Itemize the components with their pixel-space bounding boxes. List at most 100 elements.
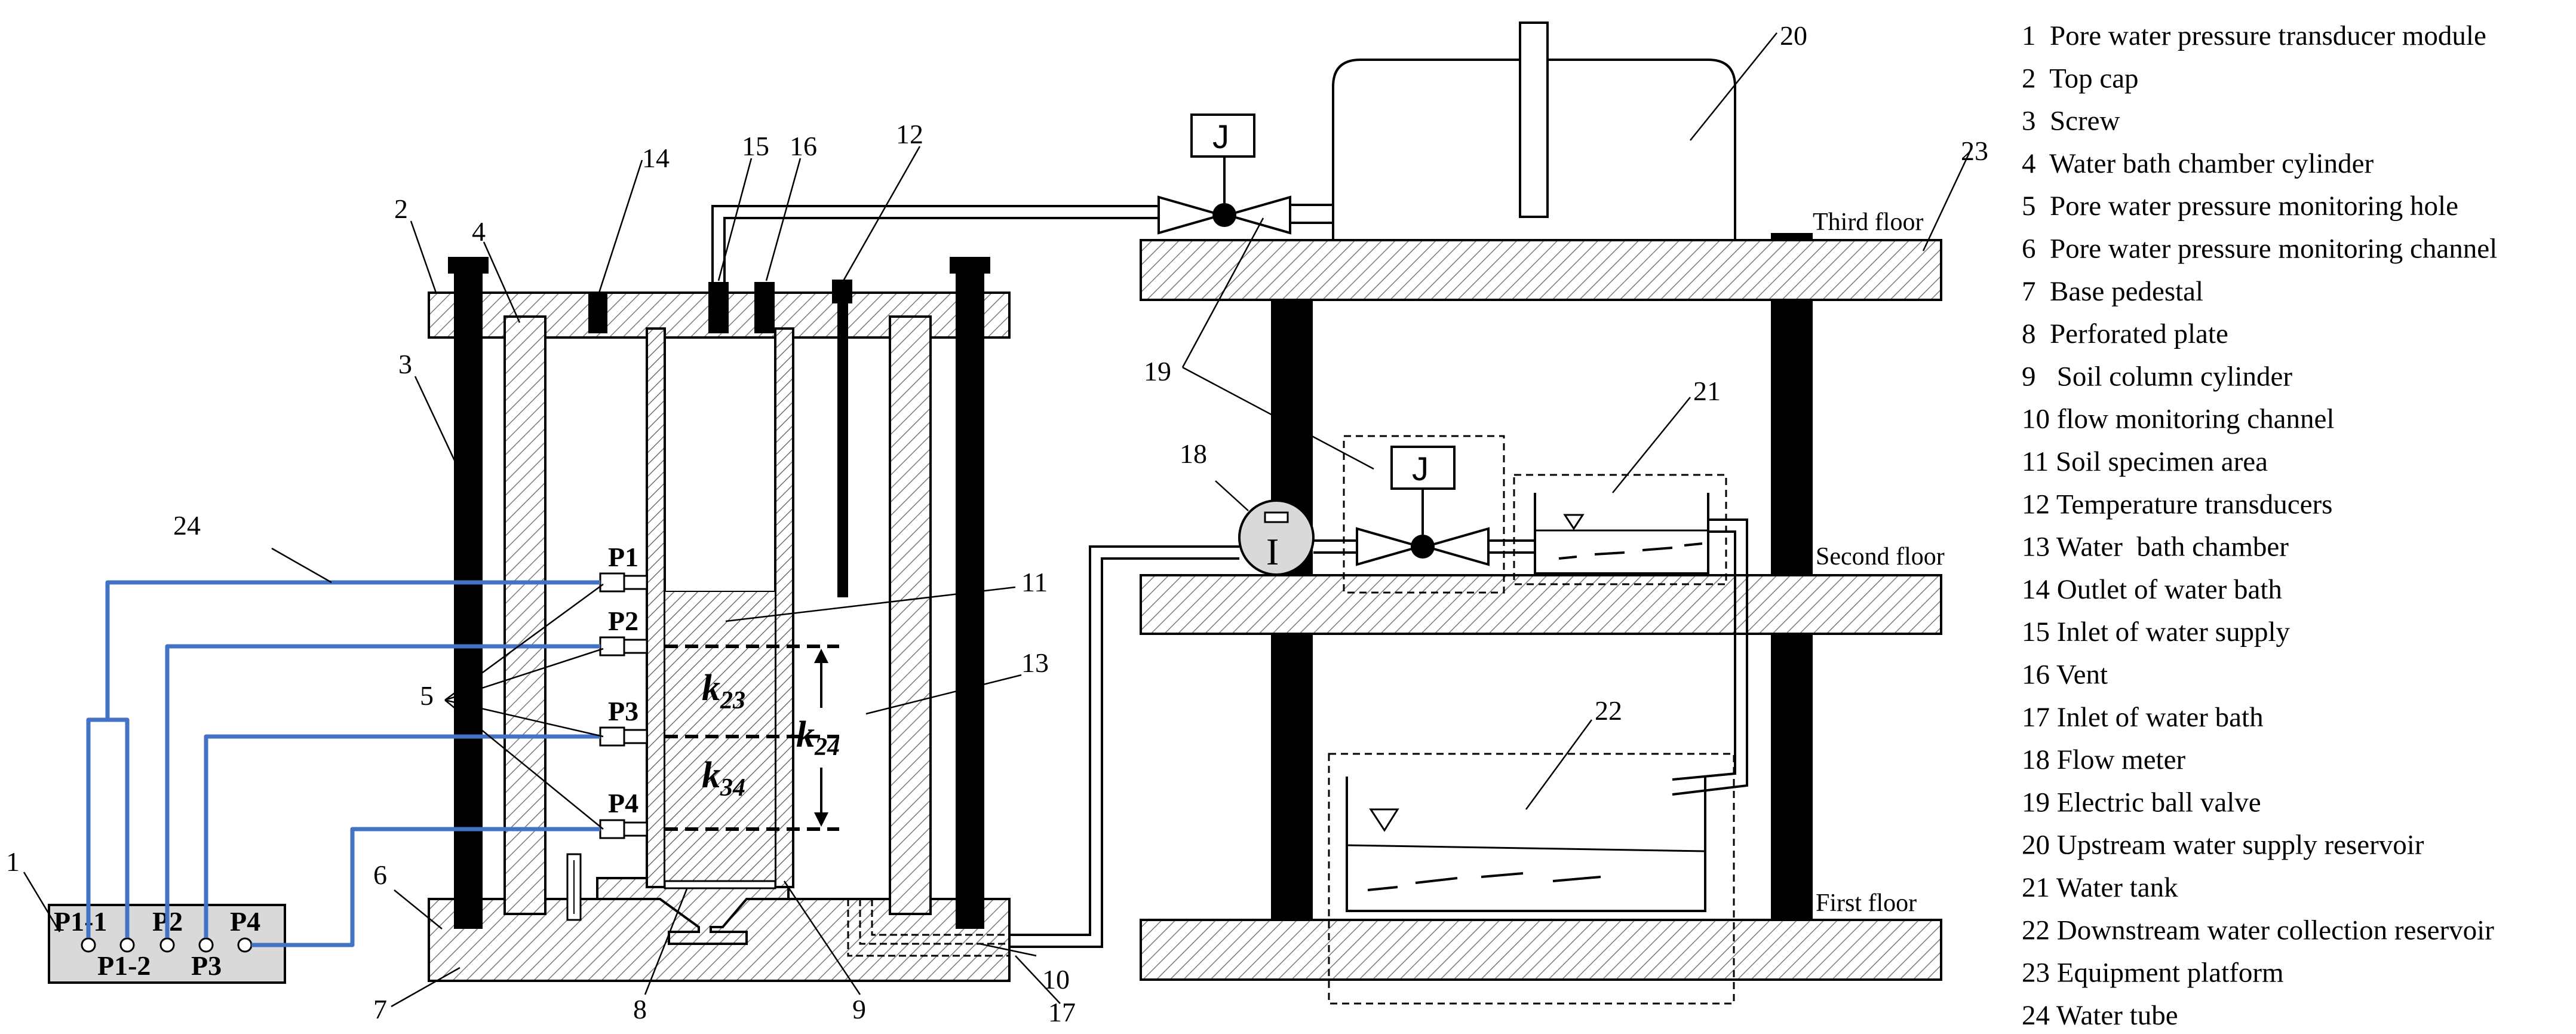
overflow-pipe <box>1672 518 1748 796</box>
legend: 1 Pore water pressure transducer module 2… <box>2022 20 2497 1031</box>
valve-top-body-right <box>1223 195 1291 235</box>
outlet-water-bath-plug <box>588 293 607 333</box>
module-label-p3: P3 <box>191 950 222 981</box>
callout-12: 12 <box>896 119 923 149</box>
callout-1: 1 <box>6 846 20 877</box>
legend-item: 14 Outlet of water bath <box>2022 574 2282 605</box>
temperature-transducer-head <box>832 280 852 303</box>
legend-item: 21 Water tank <box>2022 872 2178 903</box>
k24-label: k24 <box>796 714 840 761</box>
downstream-reservoir-dashed-box <box>1328 753 1735 1005</box>
callout-numbers: 1 2 3 4 5 6 7 8 9 10 11 12 13 14 15 16 1… <box>6 20 1988 1027</box>
legend-item: 7 Base pedestal <box>2022 276 2203 307</box>
legend-item: 19 Electric ball valve <box>2022 787 2261 818</box>
soil-column-apparatus: k23 k24 k34 P1 P2 P3 P4 <box>428 205 1159 982</box>
supply-tube-top <box>711 205 1159 282</box>
legend-item: 22 Downstream water collection reservoir <box>2022 915 2494 946</box>
module-port-p3 <box>198 937 214 953</box>
water-tube-p4 <box>251 827 600 947</box>
callout-3: 3 <box>398 349 412 379</box>
vent-plug <box>754 282 775 333</box>
valve-to-tank-pipe <box>1488 539 1535 554</box>
third-floor-label: Third floor <box>1813 208 1923 236</box>
valve-top-actuator <box>1190 113 1255 158</box>
flow-meter-display <box>1264 511 1289 523</box>
legend-item: 24 Water tube <box>2022 1000 2178 1031</box>
water-bath-wall-right <box>889 315 932 915</box>
legend-item: 18 Flow meter <box>2022 744 2185 775</box>
callout-22: 22 <box>1595 695 1622 726</box>
legend-item: 20 Upstream water supply reservoir <box>2022 830 2424 861</box>
downstream-reservoir <box>1328 753 1735 1005</box>
leader-lines <box>23 32 1972 1008</box>
electric-ball-valve-top: J <box>1157 113 1291 235</box>
port-label-p3: P3 <box>608 696 638 726</box>
screw-left-head <box>448 257 489 274</box>
callout-5: 5 <box>420 680 434 711</box>
legend-item: 3 Screw <box>2022 106 2120 137</box>
port-fittings <box>599 572 648 839</box>
callout-18: 18 <box>1180 438 1207 469</box>
callout-19: 19 <box>1144 356 1171 386</box>
downstream-reservoir-level <box>1346 844 1706 852</box>
callout-6: 6 <box>373 860 387 890</box>
upstream-reservoir-gauge <box>1519 22 1549 218</box>
legend-item: 23 Equipment platform <box>2022 958 2284 989</box>
valve-mid-dashed-box <box>1343 435 1505 594</box>
callout-13: 13 <box>1021 648 1049 678</box>
equipment-platform: Third floor Second floor First floor <box>1140 208 1945 981</box>
module-label-p1-1: P1-1 <box>54 906 107 937</box>
legend-item: 1 Pore water pressure transducer module <box>2022 20 2486 51</box>
legend-item: 8 Perforated plate <box>2022 318 2228 349</box>
callout-8: 8 <box>633 994 647 1024</box>
water-tube-p1 <box>86 580 600 938</box>
upstream-outlet <box>1289 204 1334 224</box>
water-tank-level-mark <box>1563 514 1585 530</box>
meter-to-valve-pipe <box>1313 539 1357 554</box>
legend-item: 16 Vent <box>2022 659 2108 691</box>
k34-label: k34 <box>702 755 745 802</box>
water-tank <box>1513 474 1748 796</box>
callout-14: 14 <box>642 143 670 173</box>
water-tube-p3 <box>204 734 600 938</box>
flow-monitoring-channel <box>847 899 1009 957</box>
valve-mid-ball <box>1411 535 1435 559</box>
callout-10: 10 <box>1042 964 1070 995</box>
callout-11: 11 <box>1021 567 1048 597</box>
legend-item: 10 flow monitoring channel <box>2022 404 2334 435</box>
temperature-transducer-rod <box>837 302 848 597</box>
module-port-p2 <box>159 937 175 953</box>
callout-21: 21 <box>1693 376 1721 406</box>
water-tank-dashed-box <box>1513 474 1727 585</box>
module-label-p1-2: P1-2 <box>97 950 151 981</box>
flow-meter-body <box>1238 499 1315 576</box>
water-tank-body <box>1534 493 1709 575</box>
water-bath-wall-left <box>503 315 546 915</box>
callout-15: 15 <box>742 131 769 161</box>
water-tubes <box>86 580 600 947</box>
electric-ball-valve-mid: J <box>1343 435 1505 594</box>
downstream-waves <box>1367 872 1601 891</box>
inlet-water-supply-plug <box>708 282 729 333</box>
k23-label: k23 <box>702 668 745 714</box>
callout-9: 9 <box>852 994 866 1024</box>
water-tube-p2 <box>165 644 600 938</box>
legend-item: 9 Soil column cylinder <box>2022 361 2292 392</box>
valve-top-body <box>1157 195 1226 235</box>
valve-mid-actuator <box>1390 446 1456 490</box>
flow-meter: I <box>1238 499 1315 576</box>
module-port-p1-1 <box>81 937 96 953</box>
callout-2: 2 <box>394 194 408 224</box>
port-label-p1: P1 <box>608 542 638 572</box>
outflow-pipe <box>1009 545 1239 948</box>
legend-item: 6 Pore water pressure monitoring channel <box>2022 234 2497 265</box>
callout-4: 4 <box>472 216 486 247</box>
legend-item: 12 Temperature transducers <box>2022 489 2332 520</box>
perforated-plate <box>664 880 776 889</box>
port-label-p4: P4 <box>608 788 638 818</box>
legend-item: 11 Soil specimen area <box>2022 446 2268 477</box>
downstream-level-mark <box>1369 808 1399 832</box>
third-floor-small-plate <box>1771 233 1813 240</box>
legend-item: 2 Top cap <box>2022 63 2139 94</box>
water-tank-waves <box>1558 542 1703 560</box>
